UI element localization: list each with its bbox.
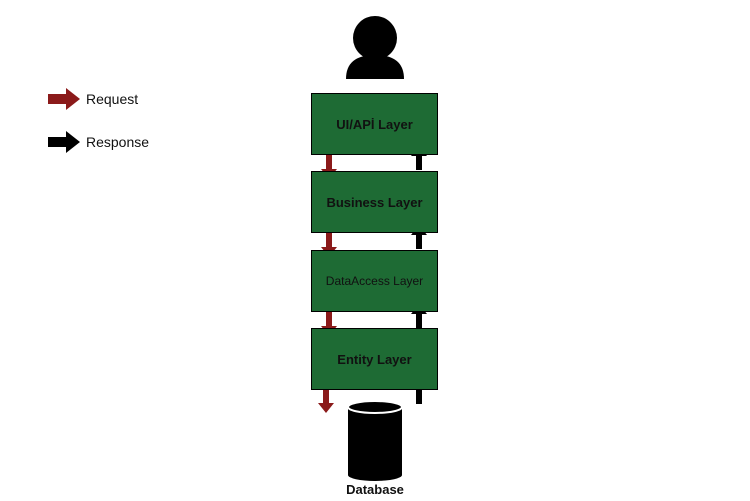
layer-ui-api: UI/APİ Layer xyxy=(311,93,438,155)
request-arrow-icon xyxy=(48,88,80,110)
database-label: Database xyxy=(346,482,404,497)
database-icon xyxy=(347,400,403,481)
user-icon xyxy=(346,16,404,79)
legend-request-label: Request xyxy=(86,91,139,107)
layer-business-label: Business Layer xyxy=(326,194,423,210)
legend-response-label: Response xyxy=(86,134,150,150)
response-arrow-icon xyxy=(48,131,80,153)
layer-dataaccess: DataAccess Layer xyxy=(311,250,438,312)
layer-dataaccess-label: DataAccess Layer xyxy=(325,274,424,288)
request-arrow-4 xyxy=(318,389,334,413)
layer-ui-api-label: UI/APİ Layer xyxy=(336,116,413,132)
legend-response: Response xyxy=(48,131,149,153)
layer-entity-label: Entity Layer xyxy=(337,351,412,367)
legend-request: Request xyxy=(48,88,138,110)
layer-entity: Entity Layer xyxy=(311,328,438,390)
layer-business: Business Layer xyxy=(311,171,438,233)
